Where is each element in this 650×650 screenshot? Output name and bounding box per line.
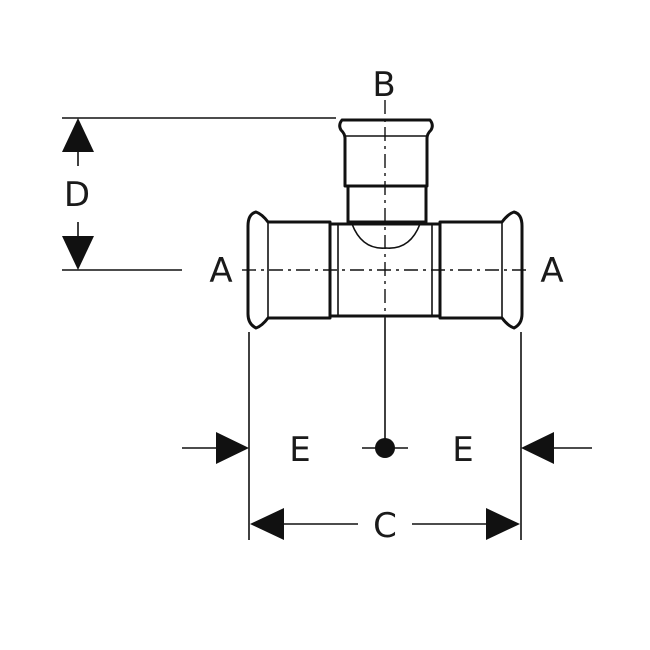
label-d: D xyxy=(64,175,90,215)
branch-pipe xyxy=(338,118,434,224)
dimension-e-arrow-right xyxy=(521,432,554,464)
dimension-d xyxy=(62,117,336,271)
dimension-e xyxy=(182,432,592,464)
label-b: B xyxy=(372,65,395,105)
dimension-e-arrow-left xyxy=(216,432,249,464)
center-point-marker xyxy=(375,438,395,458)
dimension-d-arrow-down xyxy=(62,236,94,270)
label-a-right: A xyxy=(540,251,563,291)
dimension-c-arrow-right xyxy=(486,508,520,540)
label-c: C xyxy=(373,506,397,546)
dimension-c xyxy=(250,508,520,540)
label-a-left: A xyxy=(209,251,232,291)
label-e-right: E xyxy=(452,430,473,470)
dimension-c-arrow-left xyxy=(250,508,284,540)
label-e-left: E xyxy=(289,430,310,470)
dimension-d-arrow-up xyxy=(62,118,94,152)
